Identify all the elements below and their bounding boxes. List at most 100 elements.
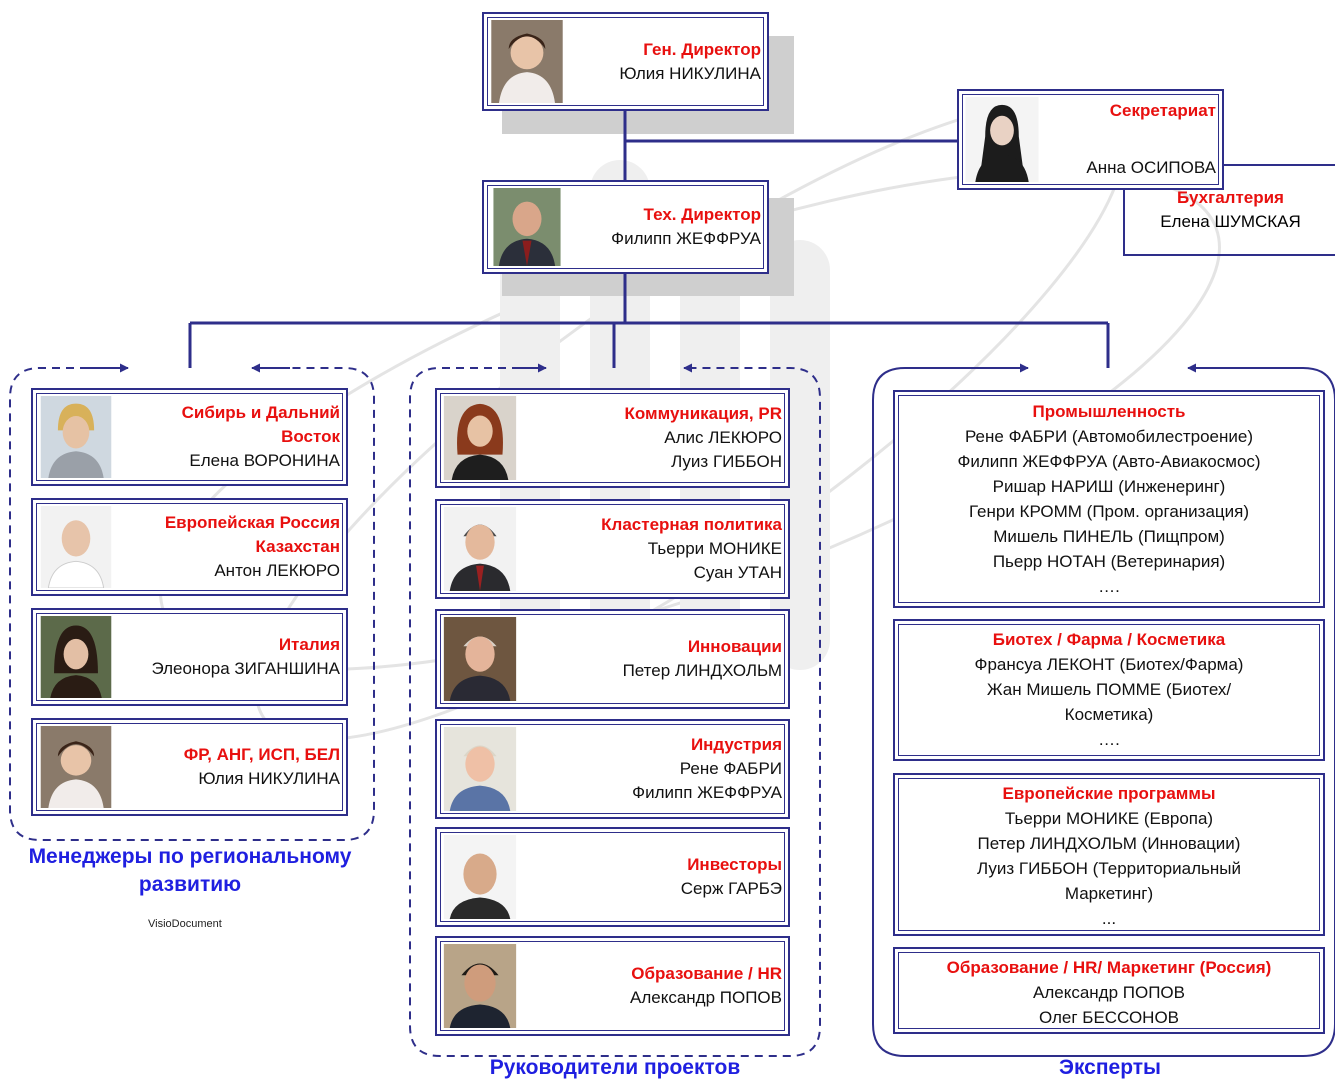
- person-photo-icon: [443, 617, 517, 701]
- role-title: Образование / HR/ Маркетинг (Россия): [946, 958, 1272, 977]
- person-name: Елена ШУМСКАЯ: [1160, 212, 1301, 231]
- person-name: Тьерри МОНИКЕ: [647, 539, 782, 558]
- regional-card: Европейская Россия Казахстан Антон ЛЕКЮР…: [31, 498, 348, 596]
- person-photo-icon: [39, 506, 113, 588]
- expert-name: Генри КРОММ (Пром. организация): [968, 502, 1250, 521]
- person-name: Филипп ЖЕФФРУА: [611, 229, 761, 248]
- project-card: Коммуникация, PR Алис ЛЕКЮРО Луиз ГИББОН: [435, 388, 790, 488]
- expert-name: Мишель ПИНЕЛЬ (Пищпром): [993, 527, 1225, 546]
- role-title: Европейская Россия Казахстан: [164, 513, 340, 556]
- expert-name: Филипп ЖЕФФРУА (Авто-Авиакосмос): [957, 452, 1261, 471]
- accounting-box: Бухгалтерия Елена ШУМСКАЯ: [1126, 186, 1335, 234]
- expert-name: Александр ПОПОВ: [1032, 983, 1185, 1002]
- card-text: Европейская Россия Казахстан Антон ЛЕКЮР…: [110, 500, 340, 594]
- card-text: Индустрия Рене ФАБРИ Филипп ЖЕФФРУА: [632, 721, 782, 817]
- person-name: Филипп ЖЕФФРУА: [632, 783, 782, 802]
- card-text: Промышленность Рене ФАБРИ (Автомобилестр…: [899, 399, 1319, 599]
- visio-document-text: VisioDocument: [148, 918, 222, 930]
- expert-name: ….: [1098, 730, 1120, 749]
- person-name: Петер ЛИНДХОЛЬМ: [622, 661, 782, 680]
- expert-name: Луиз ГИББОН (Территориальный: [977, 859, 1241, 878]
- card-text: Коммуникация, PR Алис ЛЕКЮРО Луиз ГИББОН: [625, 390, 782, 486]
- card-text: Инвесторы Серж ГАРБЭ: [681, 829, 782, 925]
- person-photo-icon: [443, 835, 517, 919]
- person-name: Алис ЛЕКЮРО: [664, 428, 782, 447]
- regional-group-label: Менеджеры по региональному развитию: [28, 845, 352, 896]
- person-photo-icon: [490, 20, 564, 103]
- expert-name: ….: [1098, 577, 1120, 596]
- expert-card: Европейские программы Тьерри МОНИКЕ (Евр…: [893, 773, 1325, 936]
- person-photo-icon: [39, 396, 113, 478]
- person-name: Юлия НИКУЛИНА: [619, 63, 761, 83]
- project-card: Кластерная политика Тьерри МОНИКЕ Суан У…: [435, 499, 790, 599]
- card-text: Биотех / Фарма / Косметика Франсуа ЛЕКОН…: [899, 627, 1319, 752]
- person-name: Александр ПОПОВ: [629, 988, 782, 1007]
- person-photo-icon: [39, 616, 113, 698]
- person-photo-icon: [443, 507, 517, 591]
- card-text: Ген. Директор Юлия НИКУЛИНА: [619, 14, 761, 109]
- person-photo-icon: [443, 396, 517, 480]
- project-card: Инвесторы Серж ГАРБЭ: [435, 827, 790, 927]
- expert-card: Промышленность Рене ФАБРИ (Автомобилестр…: [893, 390, 1325, 608]
- person-name: Елена ВОРОНИНА: [189, 451, 340, 470]
- role-title: Биотех / Фарма / Косметика: [992, 630, 1226, 649]
- regional-group-frame: [9, 367, 375, 841]
- expert-name: Ришар НАРИШ (Инженеринг): [992, 477, 1226, 496]
- role-title: Инвесторы: [687, 855, 782, 874]
- regional-card: ФР, АНГ, ИСП, БЕЛ Юлия НИКУЛИНА: [31, 718, 348, 816]
- card-text: ФР, АНГ, ИСП, БЕЛ Юлия НИКУЛИНА: [184, 720, 340, 814]
- expert-name: ...: [1101, 909, 1117, 928]
- expert-name: Олег БЕССОНОВ: [1038, 1008, 1180, 1027]
- role-title: Тех. Директор: [643, 205, 761, 224]
- general-director-card: Ген. Директор Юлия НИКУЛИНА: [482, 12, 769, 111]
- person-name: Антон ЛЕКЮРО: [214, 561, 340, 580]
- expert-name: Косметика): [1064, 705, 1154, 724]
- person-name: Рене ФАБРИ: [679, 759, 782, 778]
- expert-name: Жан Мишель ПОММЕ (Биотех/: [986, 680, 1232, 699]
- technical-director-card: Тех. Директор Филипп ЖЕФФРУА: [482, 180, 769, 274]
- projects-group-frame: [409, 367, 821, 1057]
- expert-name: Петер ЛИНДХОЛЬМ (Инновации): [977, 834, 1241, 853]
- card-text: Секретариат Анна ОСИПОВА: [1086, 91, 1216, 188]
- expert-name: Маркетинг): [1064, 884, 1154, 903]
- person-photo-icon: [443, 727, 517, 811]
- card-text: Образование / HR Александр ПОПОВ: [630, 938, 782, 1034]
- secretariat-card: Секретариат Анна ОСИПОВА: [957, 89, 1224, 190]
- card-text: Европейские программы Тьерри МОНИКЕ (Евр…: [899, 781, 1319, 931]
- role-title: Индустрия: [690, 735, 782, 754]
- card-text: Образование / HR/ Маркетинг (Россия) Але…: [899, 955, 1319, 1030]
- projects-group-label: Руководители проектов: [489, 1056, 741, 1079]
- person-photo-icon: [965, 97, 1039, 182]
- regional-card: Сибирь и Дальний Восток Елена ВОРОНИНА: [31, 388, 348, 486]
- card-text: Италия Элеонора ЗИГАНШИНА: [151, 610, 340, 704]
- role-title: Италия: [278, 635, 340, 654]
- person-name: Элеонора ЗИГАНШИНА: [151, 659, 340, 678]
- experts-group-label: Эксперты: [1059, 1056, 1161, 1079]
- card-text: Кластерная политика Тьерри МОНИКЕ Суан У…: [601, 501, 782, 597]
- role-title: Инновации: [687, 637, 782, 656]
- person-name: Анна ОСИПОВА: [1086, 158, 1216, 177]
- person-photo-icon: [39, 726, 113, 808]
- role-title: Сибирь и Дальний Восток: [181, 403, 340, 446]
- project-card: Инновации Петер ЛИНДХОЛЬМ: [435, 609, 790, 709]
- project-card: Образование / HR Александр ПОПОВ: [435, 936, 790, 1036]
- person-photo-icon: [490, 188, 564, 266]
- role-title: Промышленность: [1032, 402, 1186, 421]
- expert-card: Образование / HR/ Маркетинг (Россия) Але…: [893, 947, 1325, 1034]
- card-text: Инновации Петер ЛИНДХОЛЬМ: [623, 611, 782, 707]
- role-title: Кластерная политика: [601, 515, 782, 534]
- role-title: Секретариат: [1109, 101, 1216, 120]
- experts-group-frame: [872, 367, 1335, 1057]
- person-name: Серж ГАРБЭ: [680, 879, 782, 898]
- role-title: Европейские программы: [1002, 784, 1216, 803]
- role-title: Коммуникация, PR: [624, 404, 782, 423]
- card-text: Тех. Директор Филипп ЖЕФФРУА: [611, 182, 761, 272]
- person-photo-icon: [443, 944, 517, 1028]
- expert-name: Рене ФАБРИ (Автомобилестроение): [964, 427, 1254, 446]
- role-title: ФР, АНГ, ИСП, БЕЛ: [183, 745, 340, 764]
- expert-name: Франсуа ЛЕКОНТ (Биотех/Фарма): [974, 655, 1244, 674]
- card-text: Сибирь и Дальний Восток Елена ВОРОНИНА: [150, 390, 340, 484]
- expert-name: Тьерри МОНИКЕ (Европа): [1004, 809, 1214, 828]
- person-name: Суан УТАН: [693, 563, 782, 582]
- role-title: Образование / HR: [631, 964, 782, 983]
